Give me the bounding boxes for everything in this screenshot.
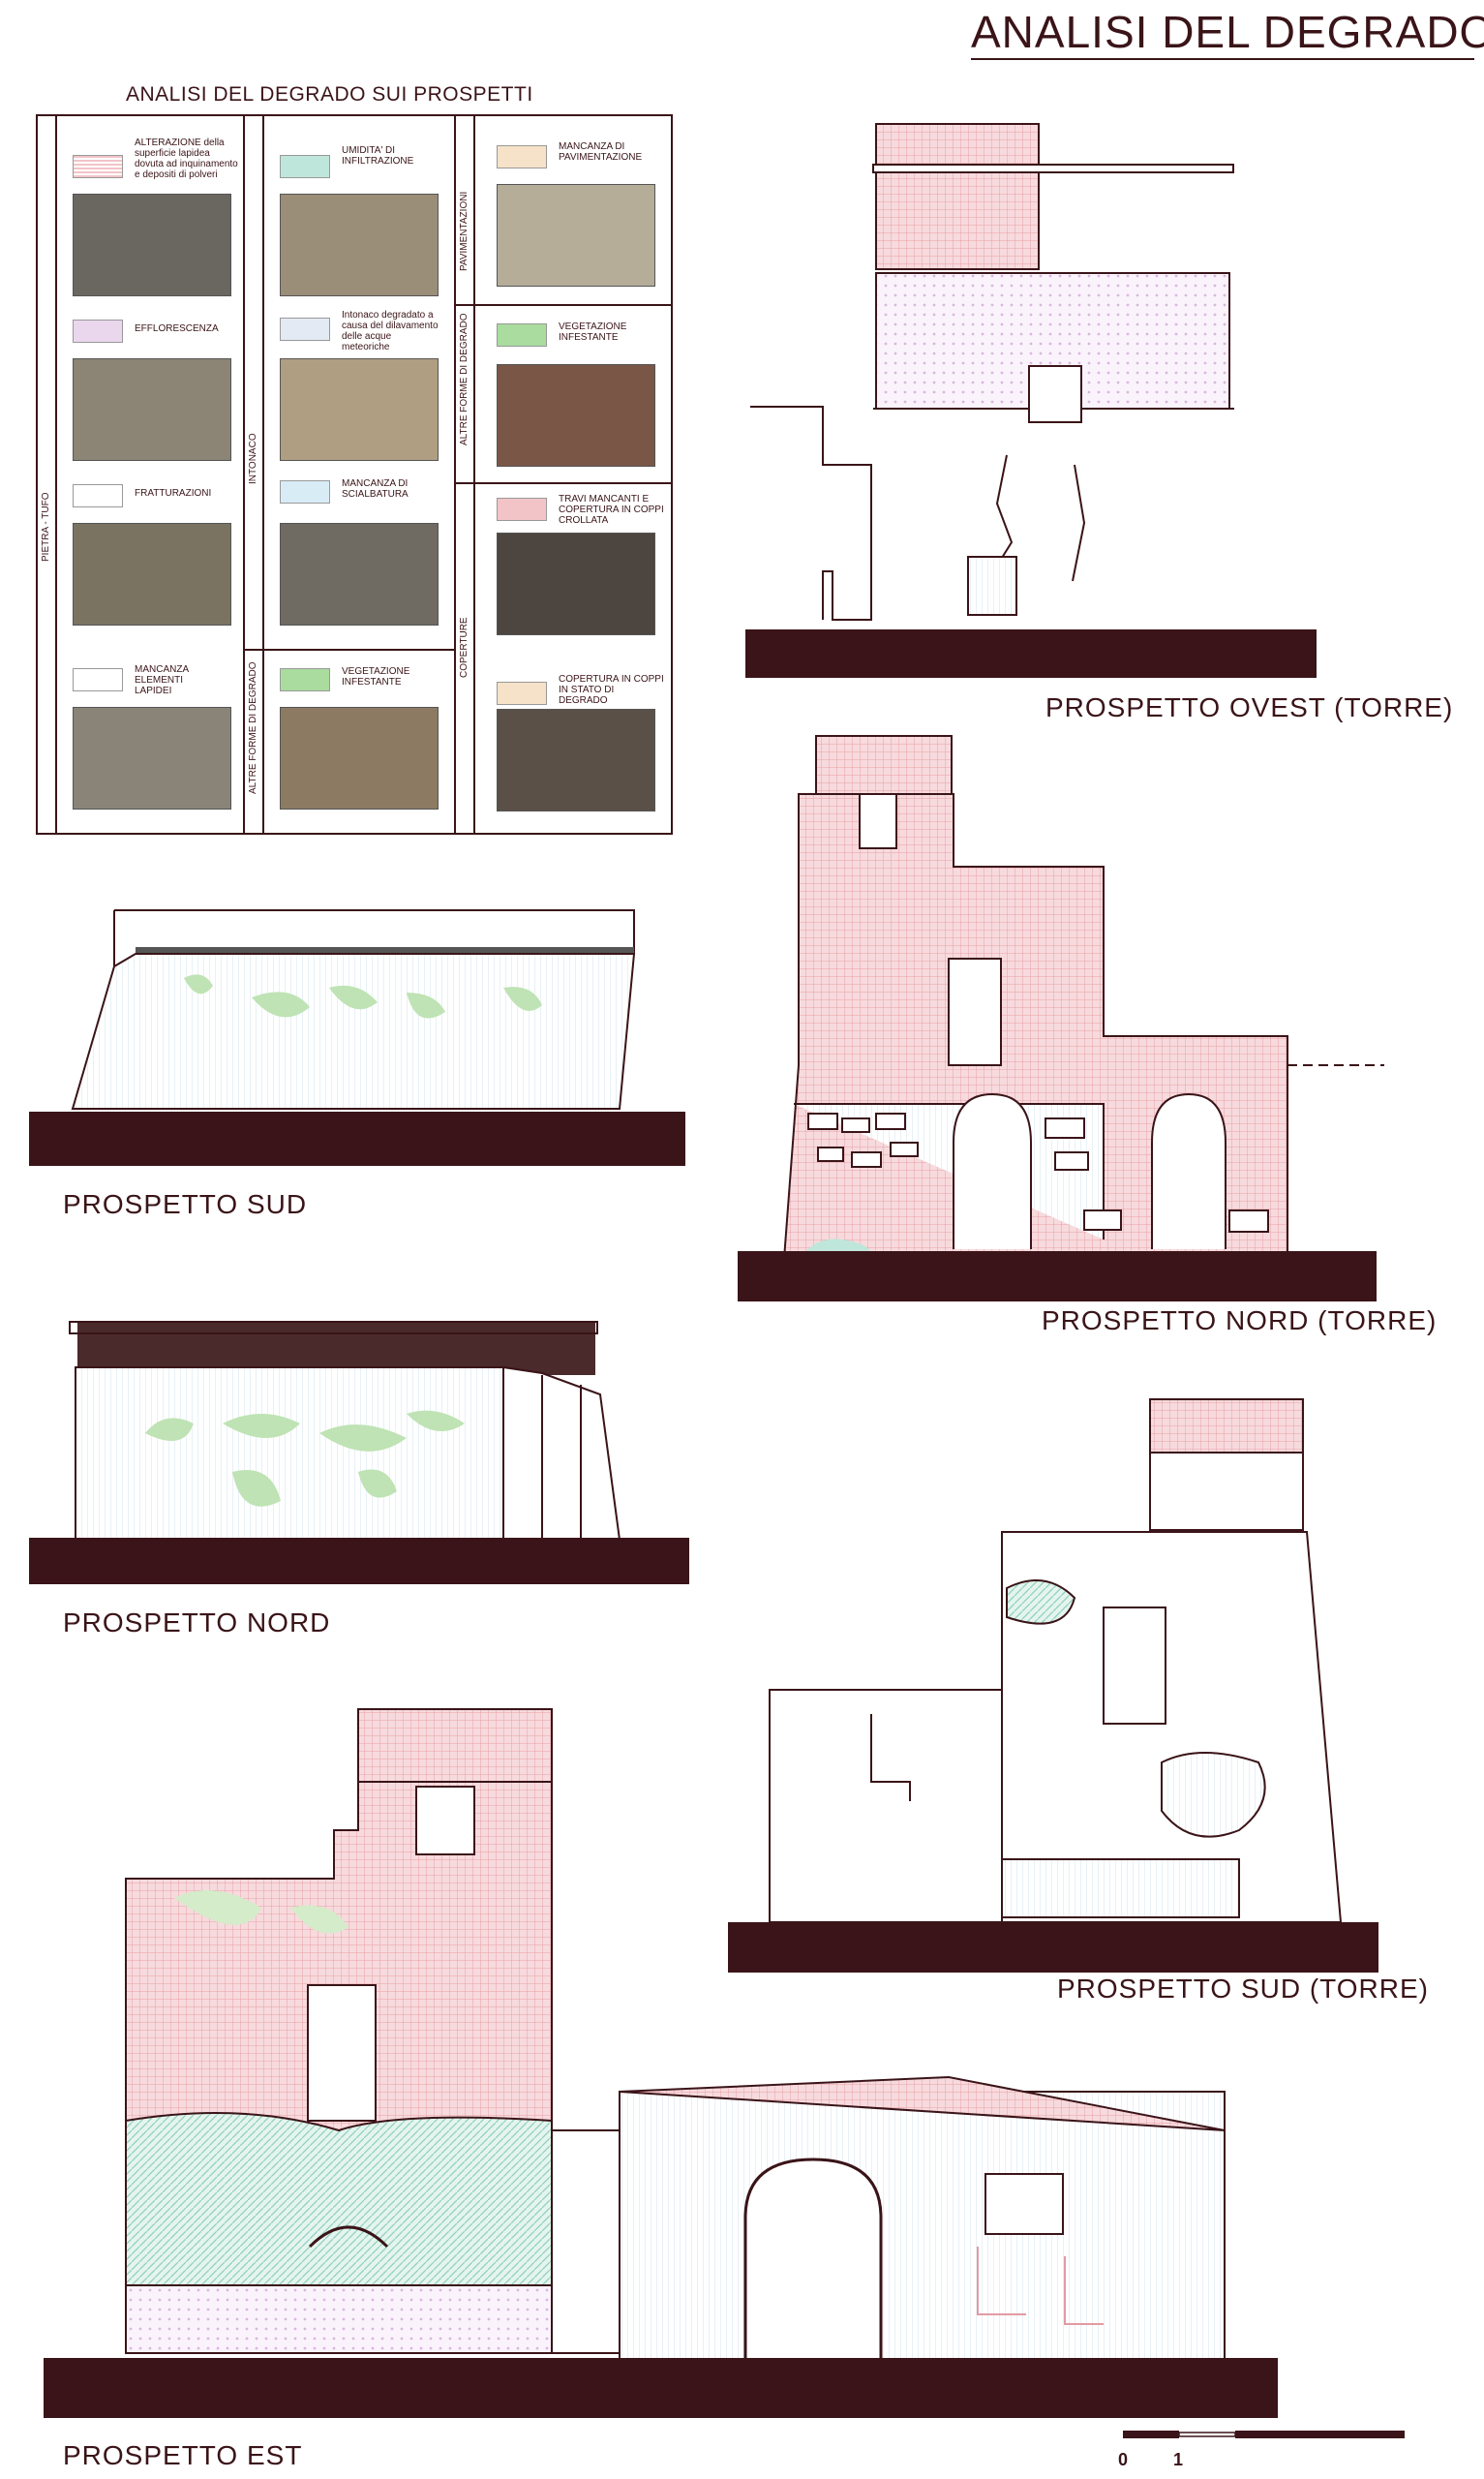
stone-wall-photo	[73, 194, 231, 296]
caption-nord-torre: PROSPETTO NORD (TORRE)	[1042, 1305, 1437, 1335]
legend-label: TRAVI MANCANTI E COPERTURA IN COPPI CROL…	[559, 494, 664, 526]
legend-swatch	[497, 145, 547, 168]
legend-divider	[454, 304, 671, 306]
legend-swatch	[280, 480, 330, 504]
scale-label-0: 0	[1118, 2450, 1128, 2469]
fracture-photo	[73, 523, 231, 626]
caption-nord: PROSPETTO NORD	[63, 1607, 330, 1637]
legend-swatch	[73, 668, 123, 691]
legend-label: ALTERAZIONE della superficie lapidea dov…	[135, 138, 238, 180]
caption-sud-torre: PROSPETTO SUD (TORRE)	[1057, 1974, 1429, 2004]
legend-divider	[473, 116, 475, 833]
legend-divider	[454, 116, 456, 833]
caption-est: PROSPETTO EST	[63, 2440, 302, 2470]
vegetation-photo	[280, 707, 439, 810]
efflorescence-photo	[73, 358, 231, 461]
collapsed-roof-photo	[497, 533, 655, 635]
legend-divider	[55, 116, 57, 833]
elevation-nord-torre	[738, 735, 1384, 1301]
legend-label: MANCANZA DI PAVIMENTAZIONE	[559, 141, 643, 163]
legend-label: UMIDITA' DI INFILTRAZIONE	[342, 145, 414, 167]
legend-swatch	[497, 323, 547, 347]
legend-swatch	[73, 320, 123, 343]
legend-divider	[262, 116, 264, 833]
legend-label: VEGETAZIONE INFESTANTE	[342, 666, 410, 688]
legend-label: COPERTURA IN COPPI IN STATO DI DEGRADO	[559, 674, 664, 706]
title-underline	[971, 58, 1474, 60]
caption-ovest-torre: PROSPETTO OVEST (TORRE)	[1045, 692, 1453, 722]
legend-divider	[243, 649, 454, 651]
legend-swatch	[73, 155, 123, 178]
scale-bar: 0 1	[1118, 2431, 1405, 2469]
pavement-photo	[497, 184, 655, 287]
plaster-photo	[280, 358, 439, 461]
elevation-ovest-torre	[745, 123, 1317, 678]
legend-label: EFFLORESCENZA	[135, 323, 219, 334]
roof-vegetation-photo	[497, 364, 655, 467]
elevation-nord	[29, 1321, 689, 1584]
caption-sud: PROSPETTO SUD	[63, 1189, 307, 1219]
legend-swatch	[497, 498, 547, 521]
legend-divider	[454, 482, 671, 484]
scale-label-1: 1	[1173, 2450, 1183, 2469]
infiltration-photo	[280, 194, 439, 296]
legend-label: MANCANZA DI SCIALBATURA	[342, 478, 409, 500]
legend-swatch	[497, 682, 547, 705]
legend-swatch	[73, 484, 123, 507]
legend-swatch	[280, 318, 330, 341]
legend-label: VEGETAZIONE INFESTANTE	[559, 321, 627, 343]
scialbatura-photo	[280, 523, 439, 626]
page-title: ANALISI DEL DEGRADO	[971, 7, 1484, 57]
legend-label: Intonaco degradato a causa del dilavamen…	[342, 310, 439, 352]
roof-tiles-photo	[497, 709, 655, 811]
legend-panel: PIETRA - TUFO INTONACO ALTRE FORME DI DE…	[36, 114, 673, 835]
legend-swatch	[280, 668, 330, 691]
legend-label: MANCANZA ELEMENTI LAPIDEI	[135, 664, 189, 696]
legend-title: ANALISI DEL DEGRADO SUI PROSPETTI	[126, 83, 533, 106]
legend-swatch	[280, 155, 330, 178]
elevation-sud-torre	[728, 1398, 1378, 1973]
elevation-est	[44, 1708, 1278, 2418]
legend-divider	[243, 116, 245, 833]
missing-stone-photo	[73, 707, 231, 810]
legend-label: FRATTURAZIONI	[135, 488, 212, 499]
elevation-sud	[29, 909, 685, 1166]
